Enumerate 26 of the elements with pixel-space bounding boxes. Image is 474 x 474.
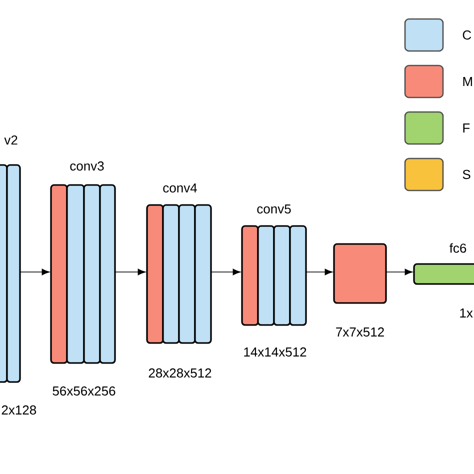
dimension-label: 56x56x256	[52, 386, 116, 396]
layer-stack	[241, 225, 307, 326]
arrow	[306, 268, 333, 276]
layer-label: conv3	[70, 161, 104, 171]
layer-label: v2	[4, 135, 18, 145]
arrow	[114, 268, 146, 276]
legend-label: C	[462, 30, 472, 40]
arrow	[210, 268, 241, 276]
dimension-label: 14x14x512	[244, 347, 306, 357]
dimension-label: 7x7x512	[336, 327, 384, 337]
dimension-label: 28x28x512	[148, 368, 212, 378]
layer-label: fc6	[450, 243, 466, 253]
legend-label: S	[462, 170, 470, 180]
legend-label: F	[463, 124, 470, 132]
pooling-box	[333, 243, 387, 304]
layer-stack	[146, 204, 212, 344]
fc-layer-bar	[413, 263, 474, 285]
dimension-label: 1x	[460, 308, 473, 318]
layer-stack	[50, 184, 116, 364]
layer-label: conv4	[163, 183, 197, 193]
arrow	[386, 268, 413, 276]
legend-label: M	[463, 77, 472, 86]
layer-stack	[0, 164, 21, 383]
layer-label: conv5	[257, 204, 291, 214]
dimension-label: 2x128	[2, 405, 36, 415]
arrow	[20, 268, 50, 276]
